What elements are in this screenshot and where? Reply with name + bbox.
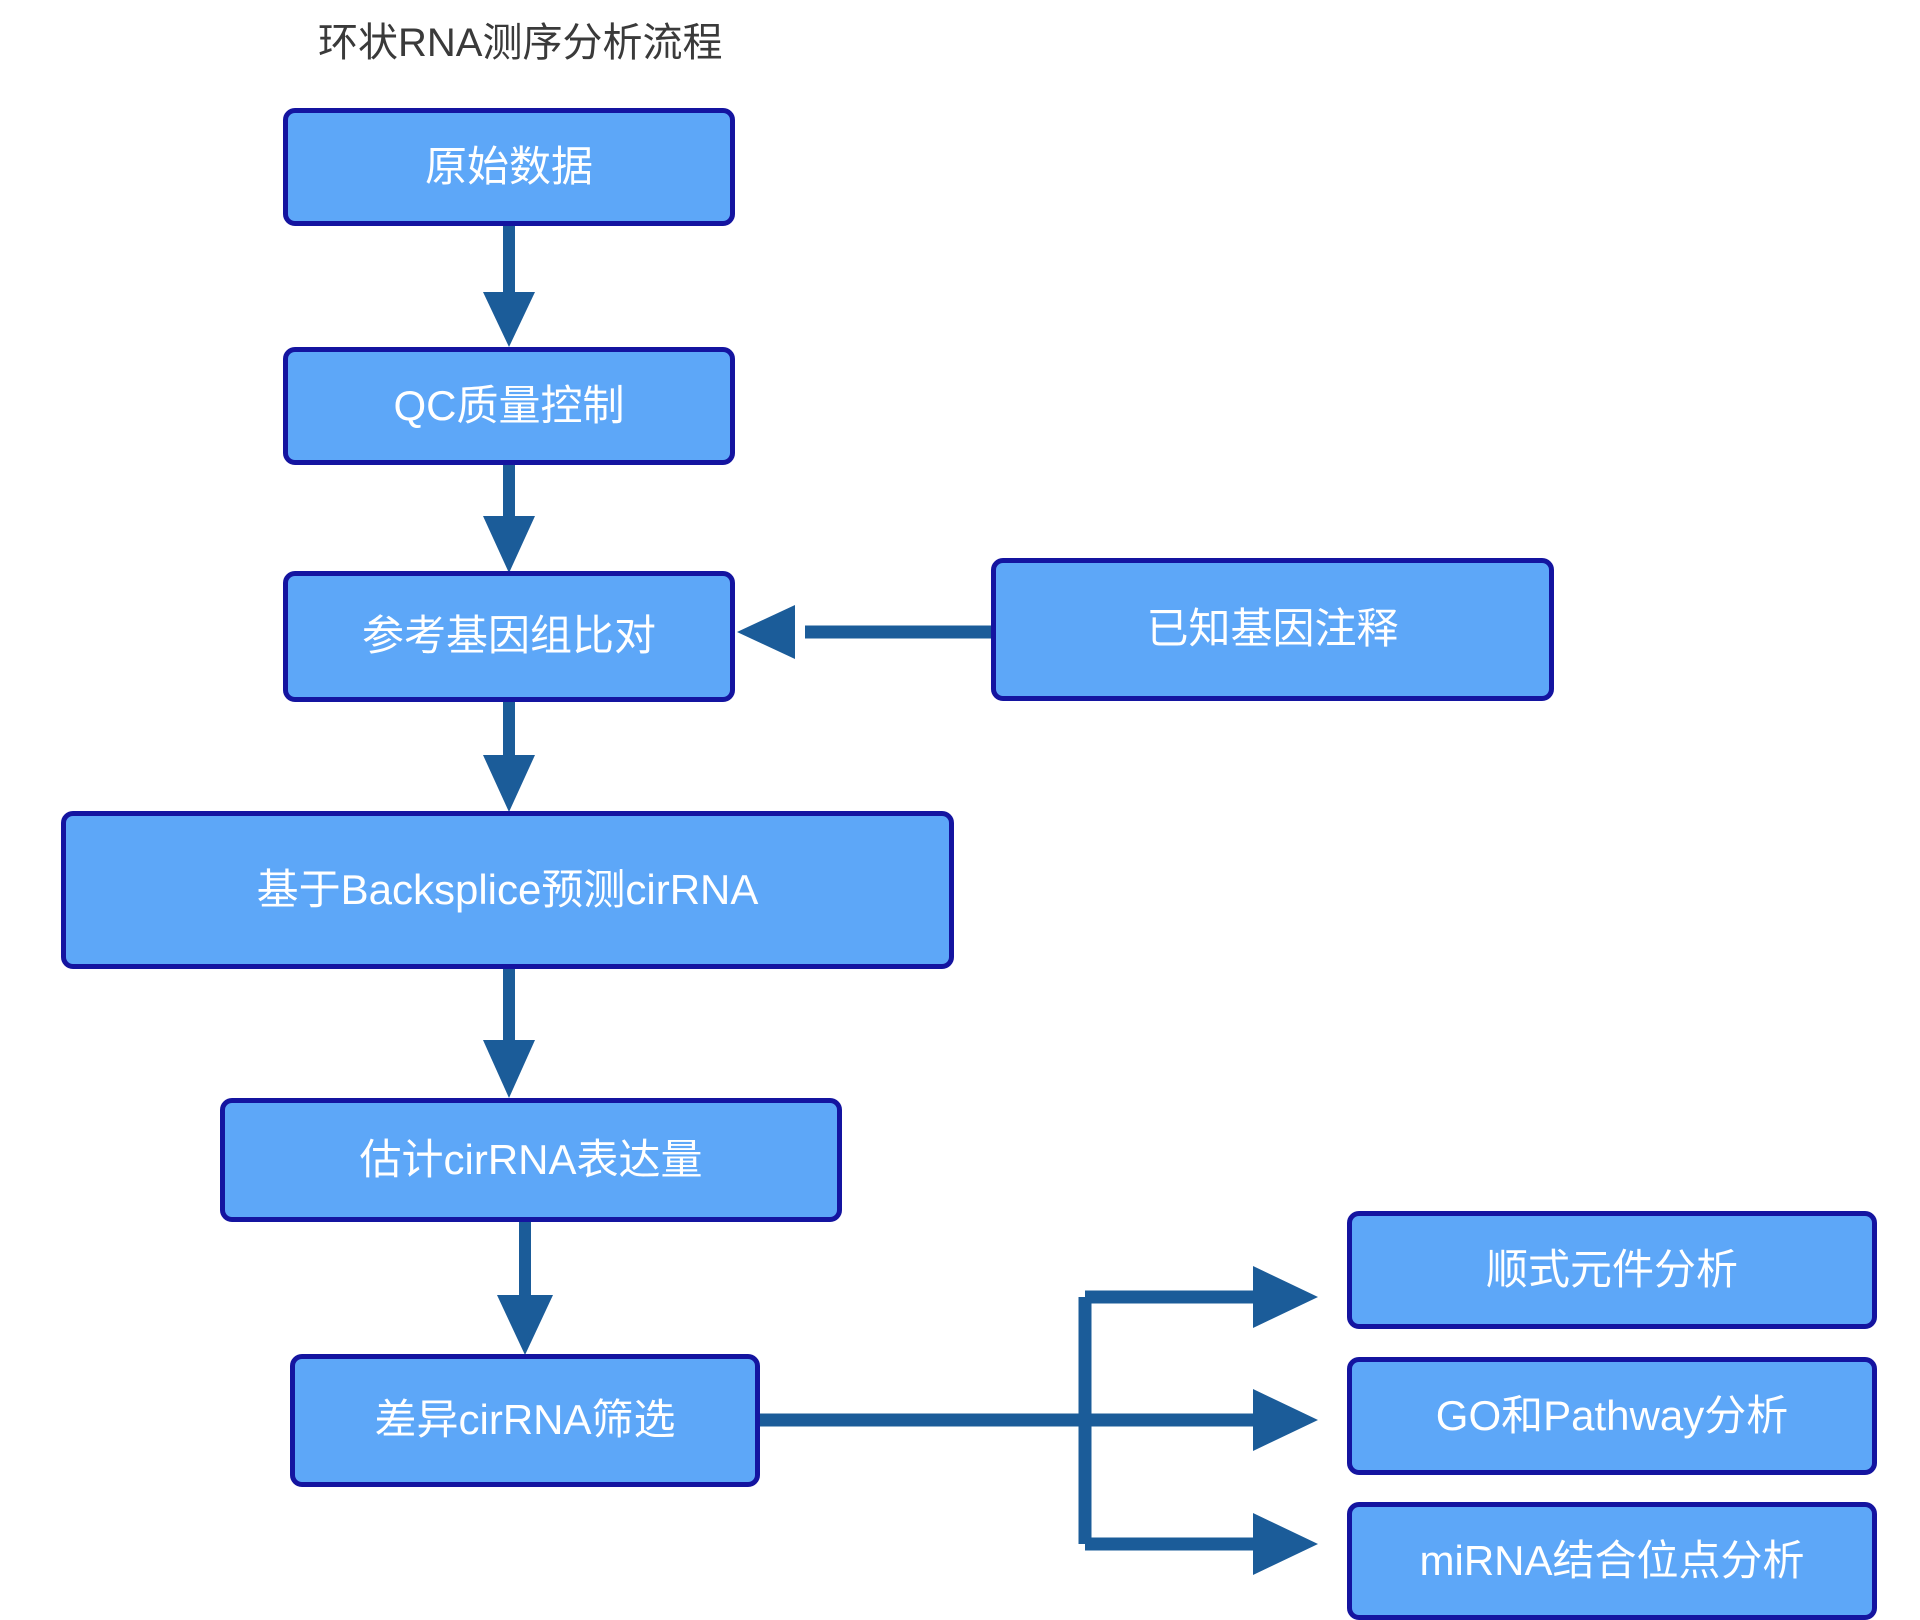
- node-gene-annotation[interactable]: 已知基因注释: [991, 558, 1554, 701]
- edge-diff-screening-to-mirna-binding: [1085, 1513, 1318, 1575]
- node-label: 顺式元件分析: [1485, 1245, 1738, 1293]
- edge-genome-align-to-backsplice: [483, 702, 535, 812]
- node-label: 已知基因注释: [1146, 605, 1399, 653]
- node-cis-element[interactable]: 顺式元件分析: [1347, 1211, 1877, 1329]
- node-label: GO和Pathway分析: [1435, 1391, 1789, 1439]
- node-expression[interactable]: 估计cirRNA表达量: [220, 1098, 842, 1222]
- node-label: 参考基因组比对: [361, 612, 656, 660]
- node-qc[interactable]: QC质量控制: [283, 347, 735, 465]
- node-label: miRNA结合位点分析: [1419, 1536, 1805, 1584]
- edge-diff-screening-to-cis-element: [1085, 1266, 1318, 1328]
- node-raw-data[interactable]: 原始数据: [283, 108, 735, 226]
- edge-qc-to-genome-align: [483, 465, 535, 573]
- edge-raw-data-to-qc: [483, 226, 535, 347]
- node-label: 估计cirRNA表达量: [359, 1135, 703, 1183]
- edge-gene-annotation-to-genome-align: [737, 605, 991, 659]
- edge-expression-to-diff-screening: [497, 1222, 553, 1355]
- node-label: 差异cirRNA筛选: [374, 1396, 676, 1444]
- node-diff-screening[interactable]: 差异cirRNA筛选: [290, 1354, 760, 1487]
- node-genome-align[interactable]: 参考基因组比对: [283, 571, 735, 702]
- edge-diff-screening-to-go-pathway: [1085, 1389, 1318, 1451]
- edge-backsplice-to-expression: [483, 969, 535, 1098]
- node-mirna-binding[interactable]: miRNA结合位点分析: [1347, 1502, 1877, 1620]
- node-label: 基于Backsplice预测cirRNA: [256, 865, 759, 913]
- node-backsplice[interactable]: 基于Backsplice预测cirRNA: [61, 811, 954, 969]
- page-title: 环状RNA测序分析流程: [318, 21, 723, 65]
- node-go-pathway[interactable]: GO和Pathway分析: [1347, 1357, 1877, 1475]
- node-label: QC质量控制: [393, 381, 625, 429]
- edge-diff-screening-branch-trunk: [760, 1297, 1092, 1544]
- node-label: 原始数据: [424, 142, 593, 190]
